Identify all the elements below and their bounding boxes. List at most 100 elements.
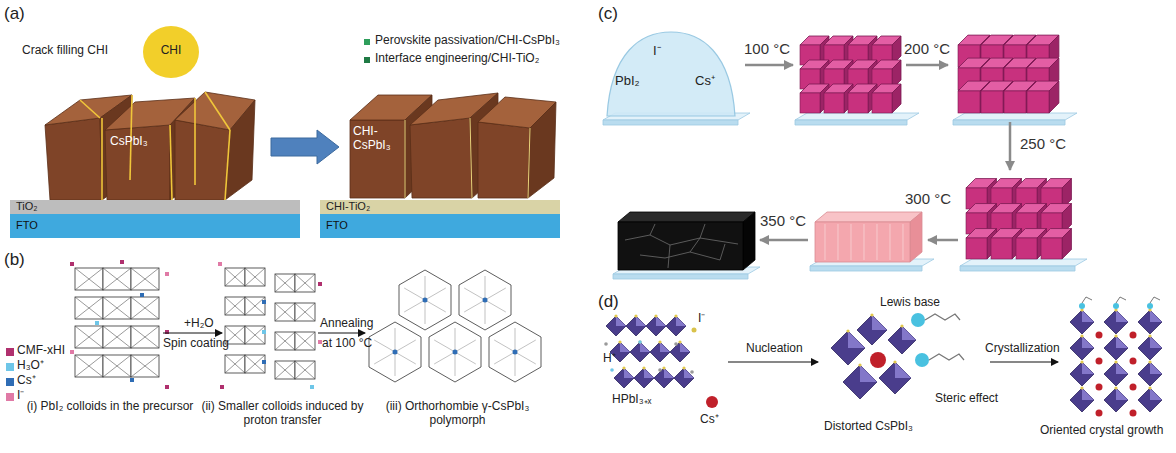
drawing <box>374 352 395 364</box>
legend-swatch <box>6 363 14 371</box>
drawing <box>464 288 485 300</box>
crystal-cube <box>824 93 844 113</box>
iodide-atom <box>846 329 849 332</box>
grain-boundary <box>700 224 705 238</box>
film <box>910 212 922 262</box>
cesium-ion <box>1096 410 1103 417</box>
ligand <box>1082 297 1092 303</box>
iodide-atom <box>634 314 637 317</box>
iodide-atom <box>1080 386 1083 389</box>
iodide-atom <box>893 360 896 363</box>
drawing <box>103 355 131 377</box>
ion-dot <box>262 360 266 364</box>
octahedron <box>670 342 690 362</box>
cesium-ion <box>1130 332 1137 339</box>
layer-band: CHI-TiO₂ <box>320 200 560 214</box>
octahedron <box>1138 336 1162 360</box>
text-label: Crack filling CHI <box>22 44 108 58</box>
glass-substrate <box>795 120 907 125</box>
octahedron <box>872 315 887 330</box>
text-label: +H₂O <box>184 317 214 331</box>
arrow-line <box>163 333 222 334</box>
octahedron-cell <box>275 361 295 379</box>
ion-dot <box>318 282 322 286</box>
octahedron-cell <box>103 297 131 319</box>
crystal-film: CHI-CsPbI₃ <box>345 85 560 198</box>
film <box>743 212 755 270</box>
cesium-ion <box>1130 410 1137 417</box>
glass-substrate <box>603 120 738 125</box>
text-label: Cs⁺ <box>700 413 719 427</box>
drawing <box>455 340 476 352</box>
octahedron <box>1082 336 1094 348</box>
octahedron-cell <box>295 274 315 292</box>
octahedron <box>650 342 670 362</box>
text-label: Lewis base <box>880 296 940 310</box>
octahedron <box>1104 388 1128 412</box>
layer-band: FTO <box>10 214 300 238</box>
octahedron <box>640 342 650 352</box>
node-text: CHI <box>143 44 199 58</box>
iodide-atom <box>900 324 903 327</box>
octahedron <box>674 368 694 388</box>
octahedron <box>606 316 626 336</box>
octahedron <box>1116 336 1128 348</box>
octahedron-cell <box>295 361 315 379</box>
drawing <box>434 340 455 352</box>
bullet <box>364 39 370 45</box>
ion-dot <box>453 350 458 355</box>
drawing <box>455 352 476 364</box>
octahedron-cell <box>131 297 159 319</box>
panel-label: (b) <box>4 250 25 270</box>
panel-label: (c) <box>598 4 618 24</box>
ligand <box>925 314 960 320</box>
octahedron-cell <box>75 297 103 319</box>
drawing <box>245 297 265 315</box>
film <box>815 222 910 262</box>
drawing <box>395 352 396 376</box>
octahedron-cell <box>131 268 159 290</box>
octahedron-cell <box>275 303 295 321</box>
ion-dot <box>610 368 614 372</box>
octahedron <box>1116 362 1128 374</box>
text-label: (i) PbI₂ colloids in the precursor <box>10 400 210 414</box>
octahedron-cell <box>245 297 265 315</box>
iodide-atom <box>1114 360 1117 363</box>
drawing <box>131 326 159 348</box>
passivated-boundary <box>470 118 472 198</box>
precursor-droplet: I⁻PbI₂Cs⁺ <box>605 30 737 118</box>
hexagonal-grain <box>399 270 451 330</box>
node-text: PbI₂ <box>615 74 640 89</box>
drawing <box>103 297 131 319</box>
octahedron-cell <box>103 355 131 377</box>
text-label: Nucleation <box>746 342 803 356</box>
octahedron <box>1150 362 1162 374</box>
octahedron <box>660 342 670 352</box>
crack-line <box>225 130 230 200</box>
perovskite-crystal <box>528 102 556 198</box>
crystal-cube <box>958 91 980 113</box>
drawing <box>275 361 295 379</box>
crystal-cube <box>1004 91 1026 113</box>
crystal-cube <box>872 93 892 113</box>
text-label: Distorted CsPbI₃ <box>824 420 913 434</box>
ion-dot <box>140 293 144 297</box>
lewis-base-site <box>1147 303 1153 309</box>
octahedron-cell <box>225 297 245 315</box>
drawing <box>515 352 536 364</box>
lewis-base-site <box>1113 303 1119 309</box>
drawing <box>245 326 265 344</box>
octahedron <box>1138 388 1162 412</box>
iodide-atom <box>654 314 657 317</box>
ion-dot <box>674 342 678 346</box>
octahedron <box>902 326 916 340</box>
text-label: Annealing <box>320 317 373 331</box>
drawing <box>131 268 159 290</box>
text-label: 100 °C <box>744 40 790 57</box>
ligand <box>1150 297 1160 303</box>
text-label: 350 °C <box>760 212 806 229</box>
drawing <box>103 268 131 290</box>
film <box>815 212 922 222</box>
octahedron-cell <box>275 274 295 292</box>
octahedron <box>616 316 626 326</box>
